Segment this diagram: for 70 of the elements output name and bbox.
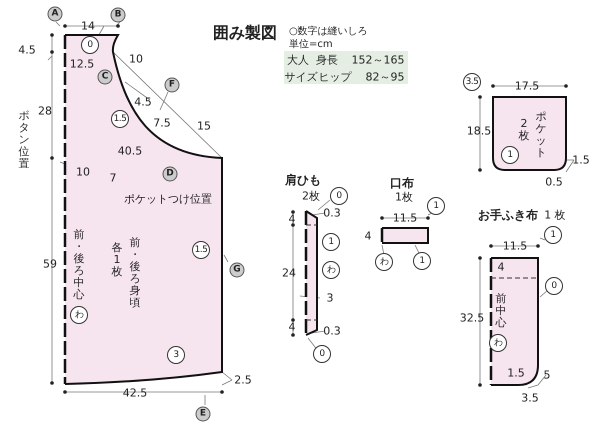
piece-label: ポケット xyxy=(535,111,547,159)
dimension-label: 12.5 xyxy=(70,58,94,70)
table-cell: 大人 xyxy=(287,54,309,66)
point-letter: E xyxy=(196,406,210,422)
piece-heading: 口布 xyxy=(390,177,414,189)
point-letter: F xyxy=(164,78,180,92)
dimension-label: 0.3 xyxy=(323,208,341,218)
dimension-label: 17.5 xyxy=(514,80,540,92)
seam-allowance-mark: 0 xyxy=(545,277,563,295)
note-text: ○数字は縫いしろ xyxy=(289,27,368,37)
piece-count: 1枚 xyxy=(395,192,413,202)
dimension-label: 2.5 xyxy=(234,374,252,386)
table-cell: 82～95 xyxy=(366,72,404,82)
dimension-label: 59 xyxy=(43,258,57,270)
seam-allowance-mark: 1 xyxy=(413,252,431,270)
piece-count: 2枚 xyxy=(302,190,320,202)
dimension-label: 1.5 xyxy=(572,154,590,166)
dimension-label: 3.5 xyxy=(521,392,539,404)
dimension-label: 4 xyxy=(288,322,296,332)
seam-allowance-mark: 1 xyxy=(427,197,445,215)
dimension-label: 40.5 xyxy=(118,146,142,156)
table-cell: サイズ xyxy=(284,72,318,82)
piece-heading: 肩ひも xyxy=(285,174,321,186)
table-cell: 152～165 xyxy=(352,54,404,66)
seam-allowance-mark: 0 xyxy=(330,187,348,205)
table-cell: 身長 xyxy=(316,54,338,66)
note-text: ボタン位置 xyxy=(18,110,30,170)
piece-heading: お手ふき布 xyxy=(478,209,538,221)
piece-label: 各1枚 xyxy=(111,242,123,278)
seam-allowance-mark: 1 xyxy=(322,233,340,251)
piece-count: 1 枚 xyxy=(544,210,566,220)
piece-label: 前・後ろ身頃 xyxy=(129,237,141,309)
dimension-label: 11.5 xyxy=(392,212,418,224)
dimension-label: 28 xyxy=(38,106,52,116)
title: 囲み製図 xyxy=(213,25,277,41)
dimension-label: 14 xyxy=(81,20,95,32)
dimension-label: 18.5 xyxy=(466,126,492,136)
dimension-label: 32.5 xyxy=(460,312,484,324)
seam-allowance-mark: 3.5 xyxy=(463,73,481,91)
seam-allowance-mark: 1 xyxy=(544,226,562,244)
note-text: 単位=cm xyxy=(289,40,333,50)
dimension-label: 4.5 xyxy=(18,44,36,56)
point-letter: A xyxy=(48,6,62,22)
dimension-label: 1.5 xyxy=(507,368,525,378)
dimension-label: 0.5 xyxy=(545,176,563,188)
dimension-label: 4.5 xyxy=(134,96,152,108)
piece-label: 2枚 xyxy=(518,118,530,142)
dimension-label: 11.5 xyxy=(502,240,528,252)
point-letter: G xyxy=(230,262,244,278)
dimension-label: 3 xyxy=(326,292,334,304)
seam-allowance-mark: 0 xyxy=(313,345,331,363)
dimension-label: 4 xyxy=(498,262,504,272)
dimension-label: 42.5 xyxy=(122,388,148,398)
dimension-label: 7 xyxy=(110,172,116,184)
fold-mark: わ xyxy=(322,261,340,279)
dimension-label: 10 xyxy=(129,54,143,64)
dimension-label: 4 xyxy=(288,214,296,224)
dimension-label: 0.3 xyxy=(323,326,341,336)
note-text: ポケットつけ位置 xyxy=(124,194,212,204)
fold-mark: わ xyxy=(375,253,393,271)
point-letter: B xyxy=(110,8,126,22)
dimension-label: 4 xyxy=(364,230,372,242)
dimension-label: 7.5 xyxy=(153,118,171,128)
dimension-label: 15 xyxy=(197,120,211,132)
piece-label: 前・後ろ中心 xyxy=(73,229,85,301)
dimension-label: 10 xyxy=(76,166,90,178)
dimension-label: 24 xyxy=(282,268,296,278)
dimension-label: 5 xyxy=(544,370,550,380)
piece-label: 前中心 xyxy=(495,293,507,329)
table-cell: ヒップ xyxy=(318,72,352,82)
